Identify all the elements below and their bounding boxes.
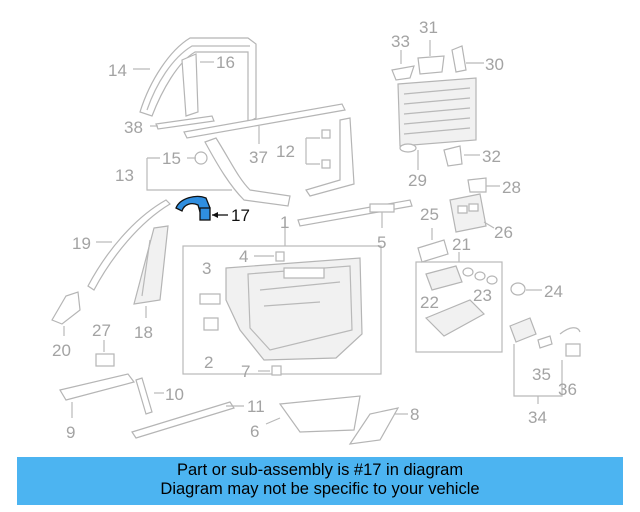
callout-35: 35 (532, 365, 551, 384)
part-32-clip (443, 145, 463, 167)
callout-15: 15 (162, 149, 181, 168)
part-34-assembly (509, 317, 581, 357)
callout-3: 3 (202, 259, 211, 278)
part-16-pillar-strip (181, 53, 199, 117)
callout-33: 33 (391, 32, 410, 51)
callout-28: 28 (502, 178, 521, 197)
part-12-clips (305, 129, 331, 169)
part-27-clip (95, 353, 115, 367)
callout-9: 9 (66, 423, 75, 442)
callout-11: 11 (247, 397, 265, 416)
callout-37: 37 (249, 148, 268, 167)
callout-14: 14 (108, 61, 127, 80)
callout-20: 20 (52, 341, 71, 360)
part-18-pillar-lower (133, 225, 169, 305)
part-9-sill-trim (59, 373, 136, 401)
part-5-window-rail (297, 199, 413, 227)
part-10-strip (135, 377, 153, 415)
callout-31: 31 (419, 18, 438, 37)
callout-36: 36 (558, 380, 577, 399)
part-26-switch (449, 193, 487, 233)
callout-5: 5 (377, 233, 386, 252)
door-panel-box (182, 245, 382, 375)
callout-32: 32 (482, 147, 501, 166)
part-14-pillar-trim (139, 37, 257, 123)
callout-10: 10 (165, 385, 184, 404)
part-28-clip (467, 177, 487, 193)
callout-19: 19 (72, 234, 91, 253)
callout-17: 17 (231, 206, 250, 225)
group-21-box (415, 261, 503, 353)
callout-26: 26 (494, 223, 513, 242)
part-20-end-cap (51, 291, 81, 325)
callout-8: 8 (410, 405, 419, 424)
part-6-panel (278, 395, 361, 433)
part-3-part (199, 293, 221, 305)
info-banner: Part or sub-assembly is #17 in diagram D… (17, 457, 623, 505)
part-17-bracket-highlighted (175, 195, 211, 221)
part-19-molding (87, 199, 171, 291)
callout-22: 22 (420, 293, 439, 312)
callout-4: 4 (239, 247, 248, 266)
part-8-panel (348, 407, 400, 445)
parts-diagram: 14 16 38 37 12 15 13 17 (51, 18, 581, 445)
part-31-holder (417, 55, 445, 75)
callout-23: 23 (473, 286, 492, 305)
callout-2: 2 (204, 353, 213, 372)
banner-line-2: Diagram may not be specific to your vehi… (160, 480, 480, 498)
part-2-grommet (203, 317, 219, 331)
banner-line-1: Part or sub-assembly is #17 in diagram (176, 461, 464, 479)
part-30-hook (451, 45, 467, 73)
callout-38: 38 (124, 118, 143, 137)
part-4-clip (275, 251, 285, 262)
part-13-trim (204, 137, 291, 207)
b-pillar-trim (305, 117, 355, 197)
callout-6: 6 (250, 422, 259, 441)
part-25-handle (417, 239, 449, 263)
part-11-long-sill (131, 401, 235, 439)
part-24-cap (510, 282, 526, 296)
part-7-clip (271, 365, 282, 376)
part-37-rail-strip (183, 103, 346, 139)
part-15-clip (194, 151, 208, 165)
callout-34: 34 (528, 408, 547, 427)
callout-1: 1 (280, 213, 289, 232)
callout-12: 12 (276, 142, 295, 161)
callout-27: 27 (92, 321, 111, 340)
callout-25: 25 (420, 205, 439, 224)
callout-18: 18 (134, 323, 153, 342)
callout-29: 29 (408, 171, 427, 190)
callout-13: 13 (115, 166, 134, 185)
callout-30: 30 (485, 55, 504, 74)
callout-21: 21 (452, 235, 471, 254)
callout-24: 24 (544, 282, 563, 301)
callout-7: 7 (241, 362, 250, 381)
part-33-holder (391, 65, 415, 81)
part-38-strip (155, 115, 215, 130)
part-29-sunshade (397, 77, 477, 153)
callout-16: 16 (216, 53, 235, 72)
